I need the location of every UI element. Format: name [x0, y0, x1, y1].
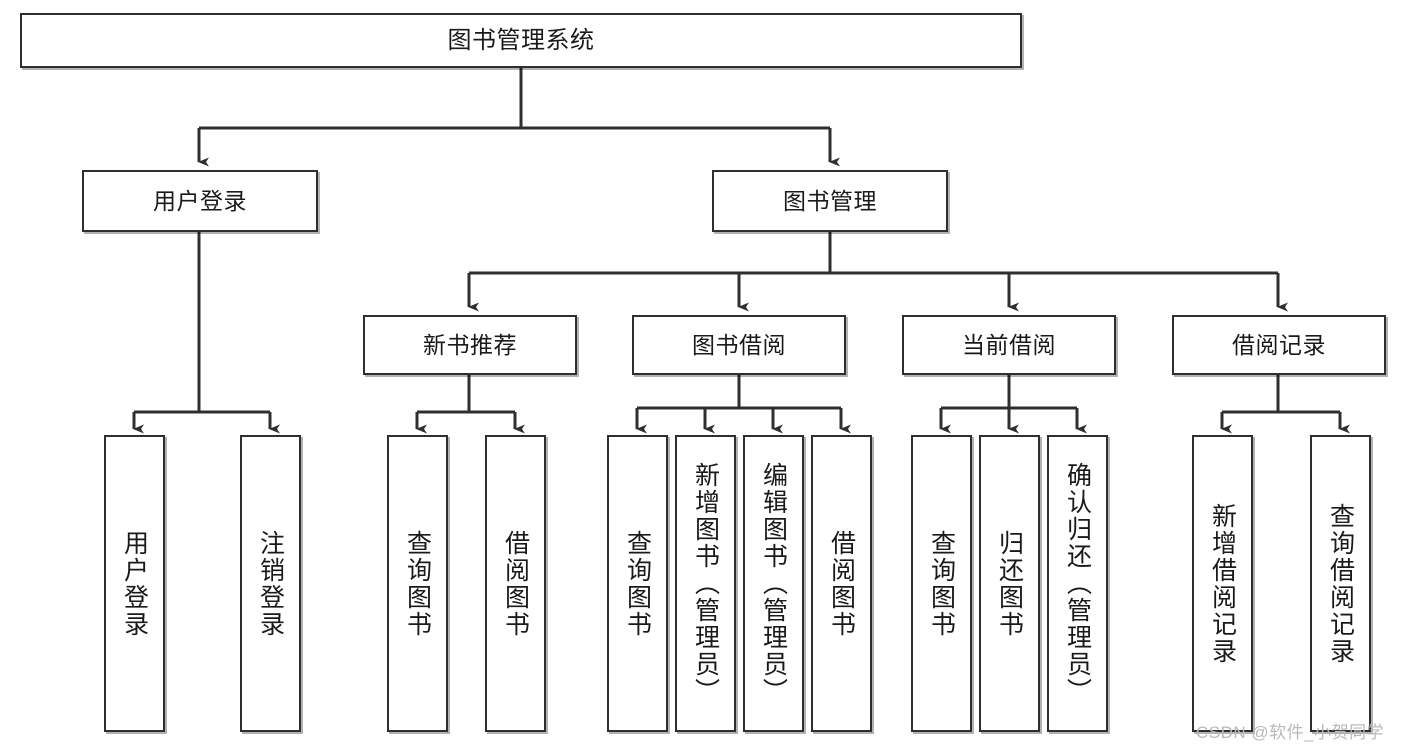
node-root-book-management-system[interactable]: 图书管理系统 [20, 13, 1022, 68]
node-label: 查询图书 [623, 529, 652, 638]
node-label: 图书借阅 [692, 331, 786, 358]
leaf-node-query-books-borrowing[interactable]: 查询图书 [607, 435, 668, 732]
leaf-node-confirm-return-admin[interactable]: 确认归还（管理员） [1047, 435, 1108, 732]
node-label: 图书管理系统 [447, 26, 595, 54]
leaf-node-borrow-books-recommendation[interactable]: 借阅图书 [485, 435, 546, 732]
leaf-node-user-login[interactable]: 用户登录 [104, 435, 165, 732]
node-label: 新增图书（管理员） [691, 462, 720, 705]
node-label: 借阅图书 [827, 529, 856, 638]
leaf-node-query-borrowing-record[interactable]: 查询借阅记录 [1310, 435, 1371, 732]
node-current-borrowings[interactable]: 当前借阅 [902, 315, 1116, 375]
leaf-node-add-borrowing-record[interactable]: 新增借阅记录 [1192, 435, 1253, 732]
node-label: 新增借阅记录 [1208, 502, 1237, 665]
node-label: 查询图书 [927, 529, 956, 638]
leaf-node-query-books-recommendation[interactable]: 查询图书 [387, 435, 448, 732]
node-borrowing-records[interactable]: 借阅记录 [1172, 315, 1386, 375]
node-label: 图书管理 [783, 187, 877, 214]
node-label: 当前借阅 [962, 331, 1056, 358]
node-label: 注销登录 [256, 529, 285, 638]
node-label: 归还图书 [995, 529, 1024, 638]
leaf-node-edit-book-admin[interactable]: 编辑图书（管理员） [743, 435, 804, 732]
csdn-watermark: CSDN @软件_小贺同学 [1196, 723, 1385, 742]
leaf-node-logout[interactable]: 注销登录 [240, 435, 301, 732]
node-label: 借阅记录 [1232, 331, 1326, 358]
leaf-node-borrow-books[interactable]: 借阅图书 [811, 435, 872, 732]
node-label: 用户登录 [120, 529, 149, 638]
node-label: 编辑图书（管理员） [759, 462, 788, 705]
node-label: 用户登录 [153, 187, 247, 214]
node-label: 借阅图书 [501, 529, 530, 638]
node-book-management[interactable]: 图书管理 [712, 170, 948, 232]
leaf-node-add-book-admin[interactable]: 新增图书（管理员） [675, 435, 736, 732]
node-label: 新书推荐 [423, 331, 517, 358]
node-label: 查询借阅记录 [1326, 502, 1355, 665]
node-user-login[interactable]: 用户登录 [82, 170, 318, 232]
leaf-node-query-books-current[interactable]: 查询图书 [911, 435, 972, 732]
node-label: 确认归还（管理员） [1063, 462, 1092, 705]
node-book-borrowing[interactable]: 图书借阅 [632, 315, 846, 375]
node-label: 查询图书 [403, 529, 432, 638]
node-new-book-recommendation[interactable]: 新书推荐 [363, 315, 577, 375]
leaf-node-return-books[interactable]: 归还图书 [979, 435, 1040, 732]
